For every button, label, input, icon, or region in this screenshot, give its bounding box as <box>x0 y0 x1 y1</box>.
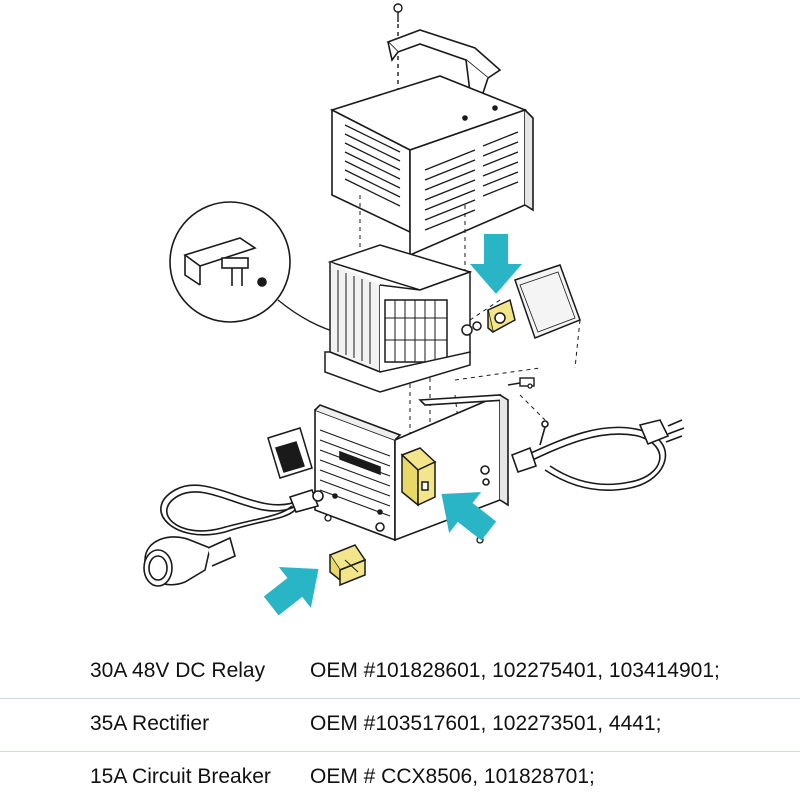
part-row-circuit-breaker: 15A Circuit Breaker OEM # CCX8506, 10182… <box>0 752 800 804</box>
arrow-indicator-rectifier <box>470 234 522 294</box>
exploded-charger-diagram <box>143 3 685 627</box>
dc-relay-part <box>400 447 437 507</box>
part-name: 30A 48V DC Relay <box>90 659 266 682</box>
part-oem-numbers: OEM # CCX8506, 101828701; <box>310 765 595 788</box>
part-name: 15A Circuit Breaker <box>90 765 271 788</box>
part-row-relay: 30A 48V DC Relay OEM #101828601, 1022754… <box>0 646 800 699</box>
top-cover <box>329 75 534 257</box>
part-row-rectifier: 35A Rectifier OEM #103517601, 102273501,… <box>0 699 800 752</box>
circuit-breaker-part <box>328 544 367 587</box>
dc-output-cord <box>143 484 324 587</box>
top-screw <box>393 3 403 110</box>
carry-handle <box>386 29 502 98</box>
left-gasket-plate <box>267 427 313 479</box>
part-name: 35A Rectifier <box>90 712 210 735</box>
arrow-indicator-breaker <box>255 548 335 627</box>
parts-table: 30A 48V DC Relay OEM #101828601, 1022754… <box>0 646 800 804</box>
part-oem-numbers: OEM #101828601, 102275401, 103414901; <box>310 659 720 682</box>
ac-input-cord <box>510 419 685 491</box>
side-cover-plate <box>514 264 581 339</box>
part-oem-numbers: OEM #103517601, 102273501, 4441; <box>310 712 662 735</box>
mounting-bolt <box>507 377 535 387</box>
detail-inset <box>169 201 291 323</box>
rectifier-part <box>461 298 516 336</box>
transformer <box>324 244 473 393</box>
